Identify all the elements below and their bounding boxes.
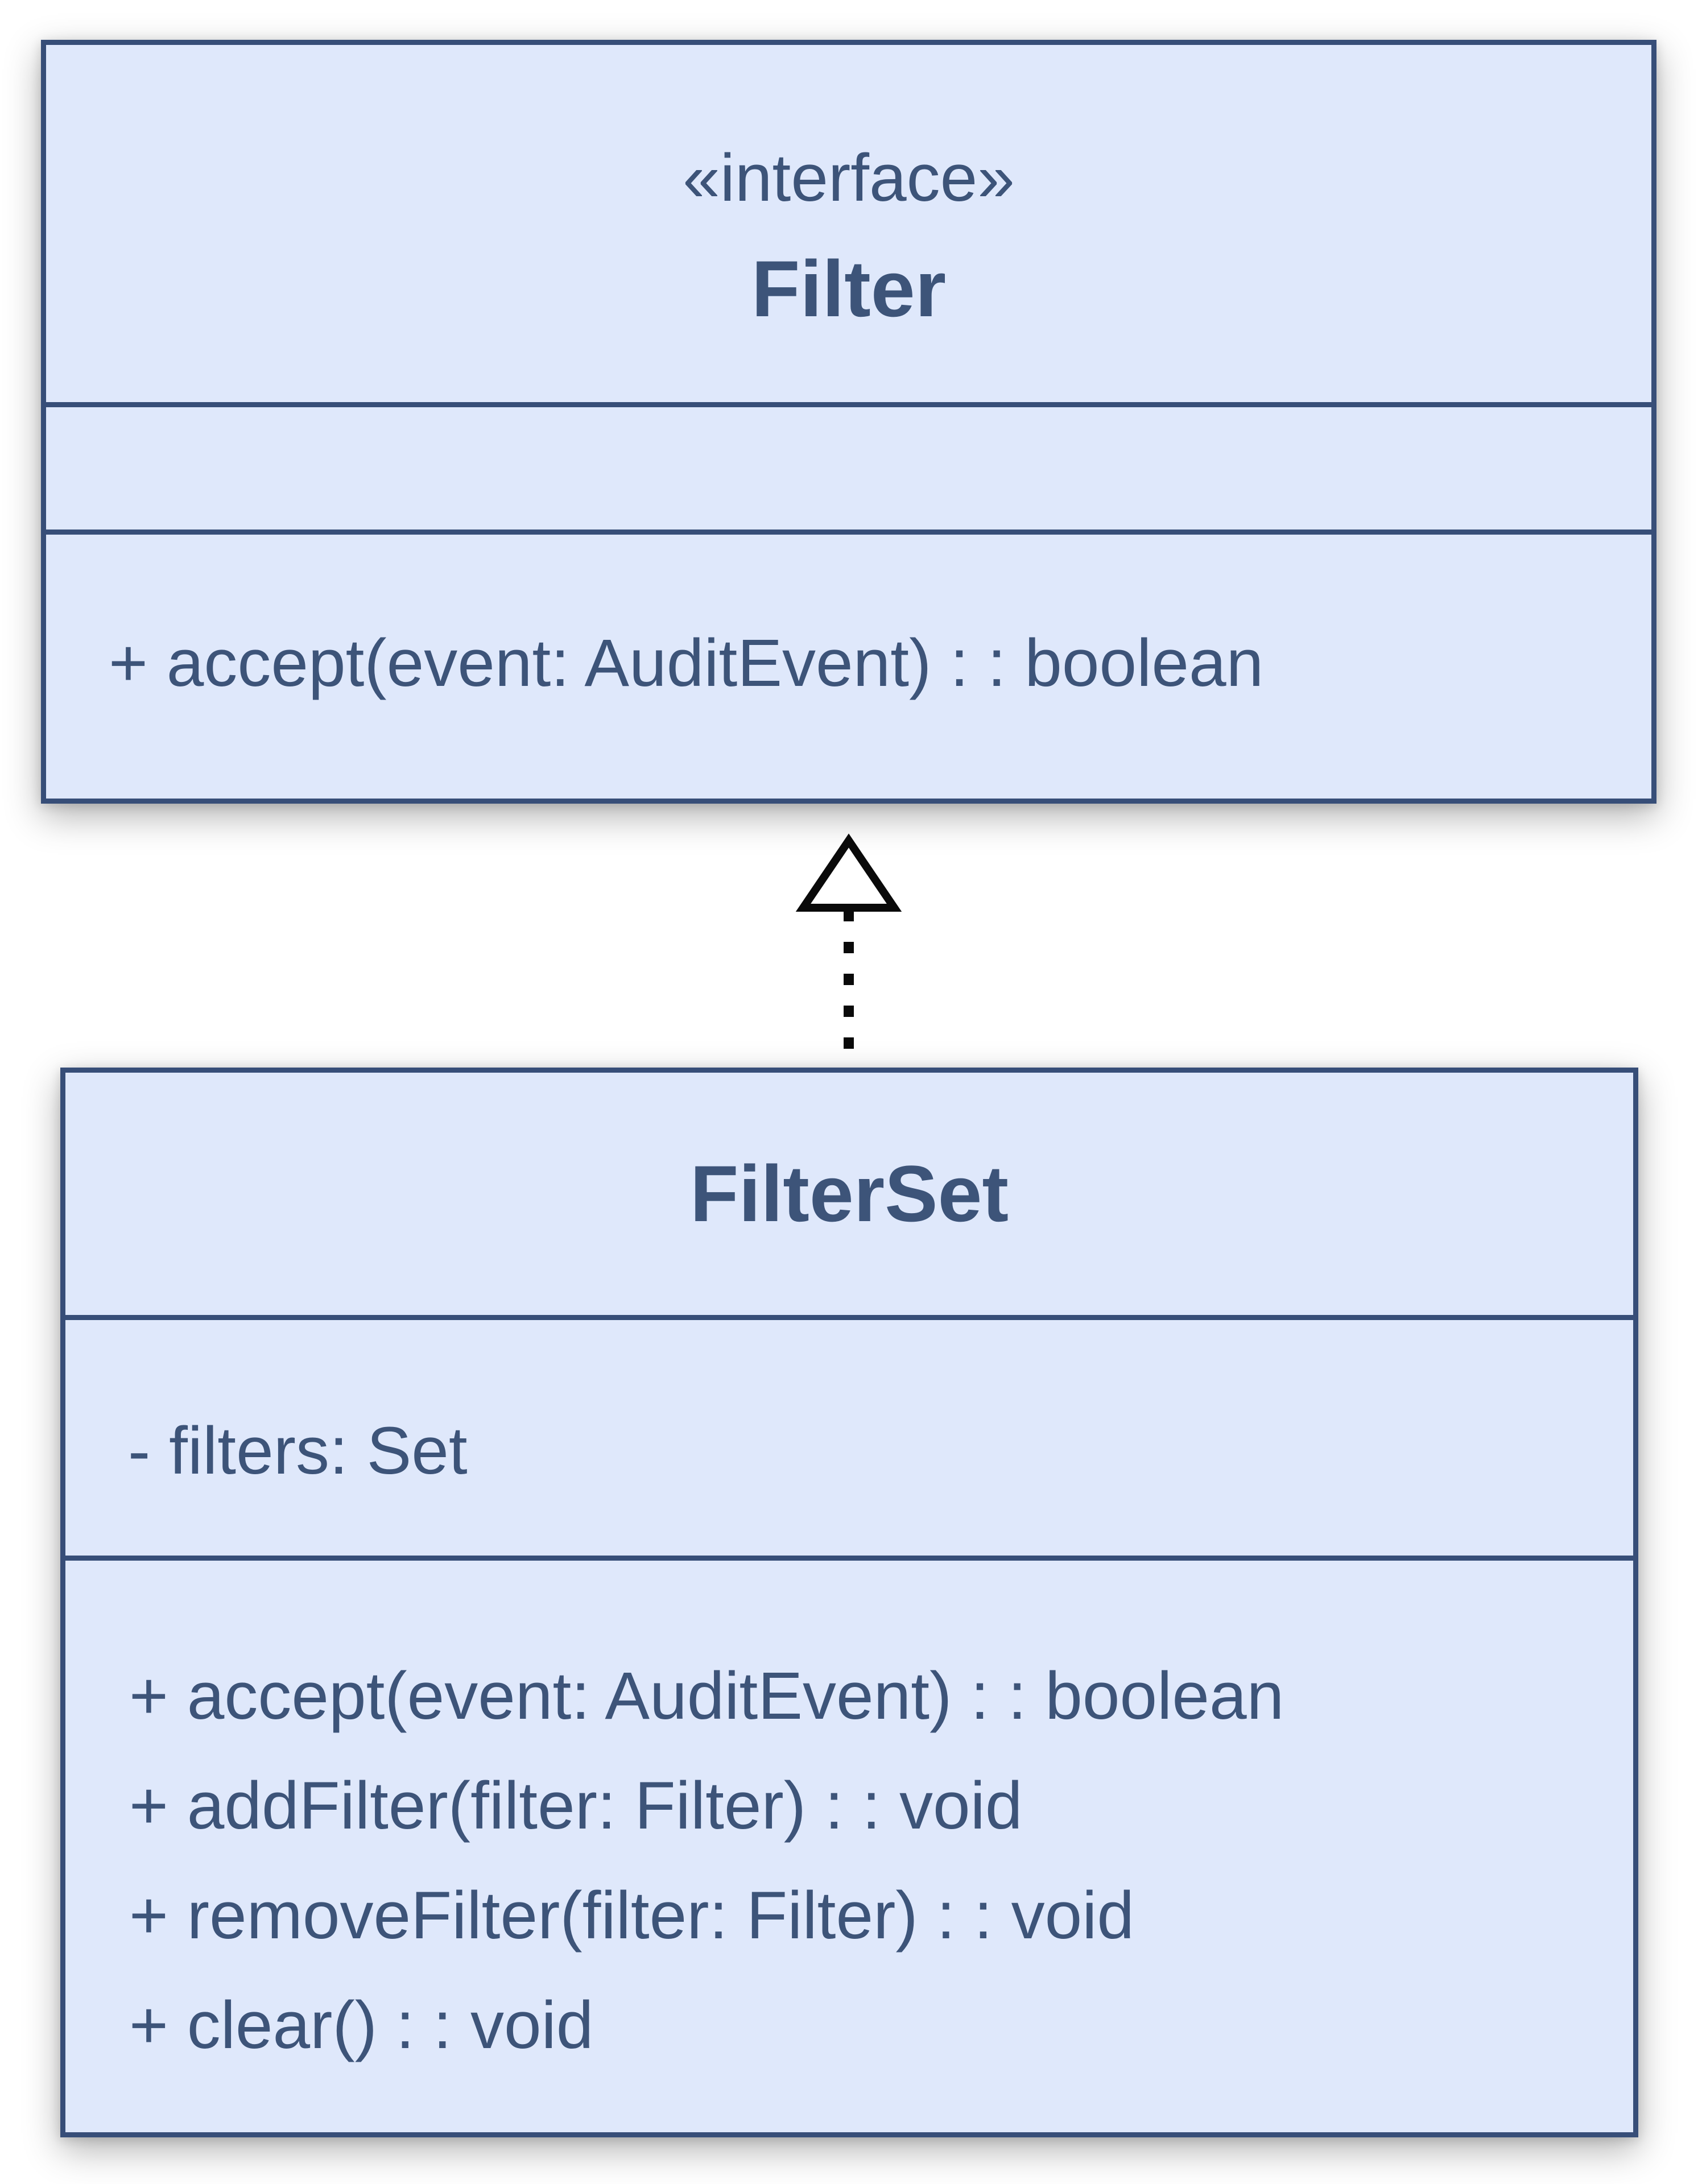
attributes-compartment-filter [46,402,1651,530]
hollow-triangle-arrowhead-icon [795,833,902,912]
class-name-filter: Filter [751,244,947,333]
method-clear: + clear() : : void [129,1988,594,2063]
method-remove-filter: + removeFilter(filter: Filter) : : void [129,1878,1135,1953]
methods-compartment-filterset: + accept(event: AuditEvent) : : boolean … [65,1556,1633,2132]
method-add-filter: + addFilter(filter: Filter) : : void [129,1768,1023,1843]
class-name-filterset: FilterSet [689,1149,1009,1238]
class-header-filter: «interface» Filter [46,45,1651,402]
class-header-filterset: FilterSet [65,1073,1633,1315]
class-box-filterset: FilterSet - filters: Set + accept(event:… [60,1068,1638,2137]
methods-compartment-filter: + accept(event: AuditEvent) : : boolean [46,530,1651,804]
stereotype-label: «interface» [683,140,1015,216]
attribute-filters: - filters: Set [128,1413,468,1488]
class-box-filter: «interface» Filter + accept(event: Audit… [41,40,1656,804]
method-accept: + accept(event: AuditEvent) : : boolean [109,626,1264,701]
realization-arrow [795,833,902,1068]
method-accept: + accept(event: AuditEvent) : : boolean [129,1658,1284,1734]
attributes-compartment-filterset: - filters: Set [65,1315,1633,1556]
